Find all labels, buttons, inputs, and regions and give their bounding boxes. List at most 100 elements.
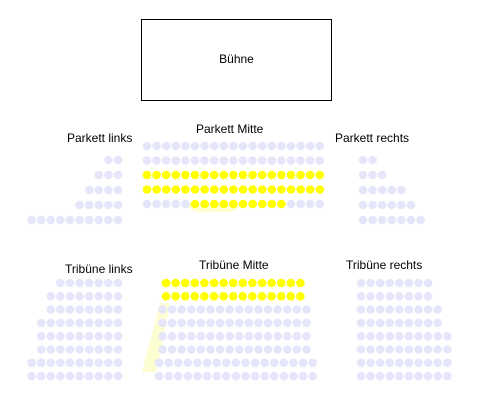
- seat-selected[interactable]: [277, 199, 286, 209]
- seat-selected[interactable]: [181, 185, 190, 194]
- seat-selected[interactable]: [229, 185, 238, 194]
- seat-free[interactable]: [248, 141, 257, 151]
- seat-free[interactable]: [356, 278, 366, 288]
- seat-free[interactable]: [358, 155, 368, 165]
- seat-free[interactable]: [292, 318, 302, 328]
- seat-free[interactable]: [75, 345, 84, 354]
- seat-free[interactable]: [273, 345, 283, 354]
- seat-selected[interactable]: [219, 278, 228, 288]
- seat-free[interactable]: [308, 358, 317, 368]
- seat-selected[interactable]: [142, 170, 152, 180]
- seat-free[interactable]: [387, 185, 397, 195]
- seat-selected[interactable]: [267, 199, 277, 209]
- seat-free[interactable]: [244, 318, 254, 328]
- seat-free[interactable]: [56, 292, 65, 301]
- seat-free[interactable]: [263, 318, 273, 328]
- seat-selected[interactable]: [238, 170, 248, 180]
- seat-free[interactable]: [167, 318, 177, 328]
- seat-free[interactable]: [113, 358, 123, 368]
- seat-selected[interactable]: [315, 170, 325, 180]
- seat-free[interactable]: [279, 371, 289, 381]
- seat-free[interactable]: [94, 331, 104, 341]
- seat-free[interactable]: [190, 156, 200, 165]
- seat-free[interactable]: [308, 371, 317, 381]
- seat-free[interactable]: [423, 292, 433, 301]
- seat-free[interactable]: [387, 200, 397, 210]
- seat-free[interactable]: [94, 305, 104, 314]
- seat-selected[interactable]: [267, 278, 276, 288]
- seat-free[interactable]: [212, 371, 221, 381]
- seat-free[interactable]: [385, 358, 395, 368]
- seat-free[interactable]: [395, 305, 404, 314]
- seat-selected[interactable]: [267, 292, 276, 301]
- seat-free[interactable]: [273, 305, 283, 314]
- seat-free[interactable]: [305, 199, 315, 209]
- seat-selected[interactable]: [209, 170, 219, 180]
- seat-free[interactable]: [104, 345, 113, 354]
- seat-free[interactable]: [366, 358, 375, 368]
- seat-free[interactable]: [385, 331, 395, 341]
- seat-selected[interactable]: [219, 170, 229, 180]
- seat-free[interactable]: [356, 318, 366, 328]
- seat-free[interactable]: [202, 358, 212, 368]
- seat-selected[interactable]: [238, 185, 248, 194]
- seat-free[interactable]: [423, 358, 433, 368]
- seat-free[interactable]: [397, 185, 406, 195]
- seat-free[interactable]: [368, 200, 377, 210]
- seat-selected[interactable]: [315, 185, 325, 194]
- seat-free[interactable]: [46, 305, 56, 314]
- seat-free[interactable]: [358, 215, 368, 225]
- seat-free[interactable]: [94, 292, 104, 301]
- seat-free[interactable]: [104, 318, 113, 328]
- seat-free[interactable]: [395, 318, 404, 328]
- seat-free[interactable]: [296, 199, 305, 209]
- seat-free[interactable]: [161, 199, 171, 209]
- seat-free[interactable]: [366, 331, 375, 341]
- seat-free[interactable]: [273, 331, 283, 341]
- seat-free[interactable]: [385, 292, 395, 301]
- seat-free[interactable]: [277, 156, 286, 165]
- seat-selected[interactable]: [200, 278, 209, 288]
- seat-free[interactable]: [254, 318, 263, 328]
- seat-free[interactable]: [154, 358, 164, 368]
- seat-free[interactable]: [395, 358, 404, 368]
- seat-selected[interactable]: [161, 185, 171, 194]
- seat-free[interactable]: [385, 371, 395, 381]
- seat-free[interactable]: [193, 358, 202, 368]
- seat-free[interactable]: [113, 345, 123, 354]
- seat-free[interactable]: [84, 200, 94, 210]
- seat-selected[interactable]: [276, 278, 286, 288]
- seat-free[interactable]: [104, 170, 113, 180]
- seat-free[interactable]: [433, 331, 443, 341]
- seat-free[interactable]: [387, 215, 397, 225]
- seat-selected[interactable]: [190, 292, 200, 301]
- seat-free[interactable]: [221, 358, 231, 368]
- seat-free[interactable]: [56, 305, 65, 314]
- seat-free[interactable]: [414, 318, 423, 328]
- seat-free[interactable]: [158, 305, 167, 314]
- seat-free[interactable]: [104, 331, 113, 341]
- seat-free[interactable]: [113, 371, 123, 381]
- seat-selected[interactable]: [257, 292, 267, 301]
- seat-free[interactable]: [395, 331, 404, 341]
- seat-selected[interactable]: [200, 292, 209, 301]
- seat-free[interactable]: [113, 305, 123, 314]
- seat-free[interactable]: [94, 215, 104, 225]
- seat-free[interactable]: [292, 345, 302, 354]
- seat-free[interactable]: [173, 371, 183, 381]
- seat-selected[interactable]: [180, 292, 190, 301]
- seat-free[interactable]: [36, 358, 46, 368]
- seat-free[interactable]: [254, 345, 263, 354]
- seat-free[interactable]: [84, 185, 94, 195]
- seat-free[interactable]: [187, 305, 196, 314]
- seat-selected[interactable]: [286, 278, 296, 288]
- seat-free[interactable]: [152, 156, 161, 165]
- seat-free[interactable]: [171, 141, 181, 151]
- seat-free[interactable]: [46, 292, 56, 301]
- seat-free[interactable]: [104, 292, 113, 301]
- seat-free[interactable]: [231, 371, 241, 381]
- seat-free[interactable]: [235, 318, 244, 328]
- seat-free[interactable]: [283, 318, 292, 328]
- seat-selected[interactable]: [229, 199, 238, 209]
- seat-free[interactable]: [298, 358, 308, 368]
